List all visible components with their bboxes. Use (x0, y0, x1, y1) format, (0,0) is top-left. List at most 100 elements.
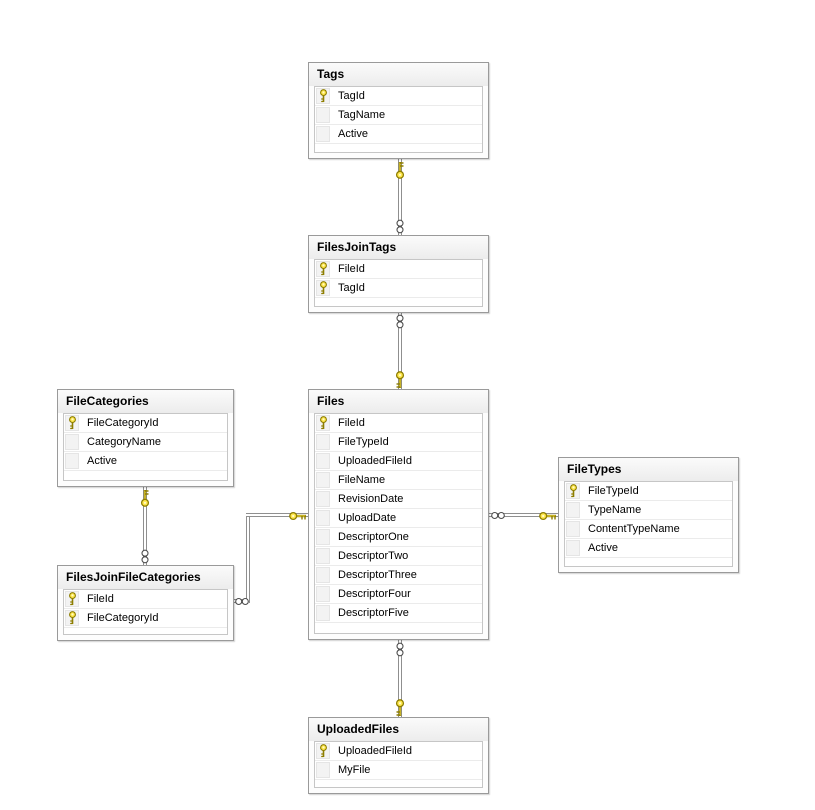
column-name: FileCategoryId (87, 612, 159, 624)
column-row-filename[interactable]: FileName (315, 471, 482, 490)
primary-key-icon (65, 610, 79, 626)
key-icon (391, 371, 409, 388)
primary-key-icon (566, 483, 580, 499)
row-selector-cell (316, 453, 330, 469)
column-row-filecategoryid[interactable]: FileCategoryId (64, 609, 227, 628)
primary-key-icon (316, 88, 330, 104)
column-name: ContentTypeName (588, 523, 680, 535)
infinity-icon (490, 511, 506, 520)
column-row-uploadedfileid[interactable]: UploadedFileId (315, 742, 482, 761)
table-title: FileTypes (567, 462, 622, 476)
column-row-tagname[interactable]: TagName (315, 106, 482, 125)
column-row-categoryname[interactable]: CategoryName (64, 433, 227, 452)
relationship-line-tags-filesjointags[interactable] (398, 159, 402, 235)
column-row-fileid[interactable]: FileId (315, 414, 482, 433)
row-selector-cell (316, 107, 330, 123)
table-header[interactable]: FileCategories (58, 390, 233, 413)
column-name: DescriptorFive (338, 607, 409, 619)
column-name: DescriptorFour (338, 588, 411, 600)
row-selector-cell (316, 434, 330, 450)
relationship-line-filecategories-filesjoinfilecategories[interactable] (143, 487, 147, 565)
relationship-line-filesjoinfilecategories-files[interactable] (246, 513, 308, 517)
column-name: FileName (338, 474, 386, 486)
table-title: FilesJoinFileCategories (66, 570, 201, 584)
column-row-fileid[interactable]: FileId (315, 260, 482, 279)
row-selector-cell (566, 521, 580, 537)
key-icon (391, 162, 409, 179)
table-header[interactable]: FilesJoinTags (309, 236, 488, 259)
column-name: DescriptorOne (338, 531, 409, 543)
column-row-descriptorfive[interactable]: DescriptorFive (315, 604, 482, 623)
table-title: FilesJoinTags (317, 240, 397, 254)
column-row-descriptorthree[interactable]: DescriptorThree (315, 566, 482, 585)
column-row-revisiondate[interactable]: RevisionDate (315, 490, 482, 509)
column-row-active[interactable]: Active (315, 125, 482, 144)
column-row-descriptorfour[interactable]: DescriptorFour (315, 585, 482, 604)
row-selector-cell (566, 502, 580, 518)
column-name: CategoryName (87, 436, 161, 448)
column-name: FileId (338, 417, 365, 429)
column-name: TagName (338, 109, 386, 121)
relationship-line-filetypes-files[interactable] (489, 513, 558, 517)
relationship-line-uploadedfiles-files[interactable] (398, 640, 402, 717)
row-selector-cell (65, 434, 79, 450)
column-row-uploaddate[interactable]: UploadDate (315, 509, 482, 528)
column-name: Active (87, 455, 117, 467)
column-name: DescriptorTwo (338, 550, 409, 562)
table-header[interactable]: FilesJoinFileCategories (58, 566, 233, 589)
column-row-contenttypename[interactable]: ContentTypeName (565, 520, 732, 539)
relationship-line-filesjoinfilecategories-files[interactable] (246, 513, 250, 603)
column-name: FileTypeId (588, 485, 639, 497)
table-header[interactable]: Files (309, 390, 488, 413)
row-selector-cell (566, 540, 580, 556)
key-icon (539, 510, 557, 522)
column-row-tagid[interactable]: TagId (315, 279, 482, 298)
table-title: UploadedFiles (317, 722, 400, 736)
column-row-tagid[interactable]: TagId (315, 87, 482, 106)
table-header[interactable]: UploadedFiles (309, 718, 488, 741)
column-row-active[interactable]: Active (565, 539, 732, 558)
row-selector-cell (316, 472, 330, 488)
row-selector-cell (65, 453, 79, 469)
table-title: FileCategories (66, 394, 149, 408)
table-header[interactable]: Tags (309, 63, 488, 86)
column-row-active[interactable]: Active (64, 452, 227, 471)
column-name: MyFile (338, 764, 371, 776)
column-name: RevisionDate (338, 493, 404, 505)
column-row-descriptortwo[interactable]: DescriptorTwo (315, 547, 482, 566)
key-icon (136, 490, 154, 507)
row-selector-cell (316, 567, 330, 583)
column-row-typename[interactable]: TypeName (565, 501, 732, 520)
column-row-fileid[interactable]: FileId (64, 590, 227, 609)
primary-key-icon (316, 261, 330, 277)
infinity-icon (137, 549, 153, 564)
key-icon (289, 510, 307, 522)
column-name: Active (338, 128, 368, 140)
row-selector-cell (316, 126, 330, 142)
column-row-descriptorone[interactable]: DescriptorOne (315, 528, 482, 547)
primary-key-icon (316, 415, 330, 431)
relationship-line-files-filesjointags[interactable] (398, 312, 402, 389)
column-row-filetypeid[interactable]: FileTypeId (565, 482, 732, 501)
table-header[interactable]: FileTypes (559, 458, 738, 481)
column-name: FileTypeId (338, 436, 389, 448)
row-selector-cell (316, 510, 330, 526)
column-row-filetypeid[interactable]: FileTypeId (315, 433, 482, 452)
column-row-uploadedfileid[interactable]: UploadedFileId (315, 452, 482, 471)
column-name: DescriptorThree (338, 569, 417, 581)
primary-key-icon (316, 280, 330, 296)
column-row-myfile[interactable]: MyFile (315, 761, 482, 780)
column-row-filecategoryid[interactable]: FileCategoryId (64, 414, 227, 433)
